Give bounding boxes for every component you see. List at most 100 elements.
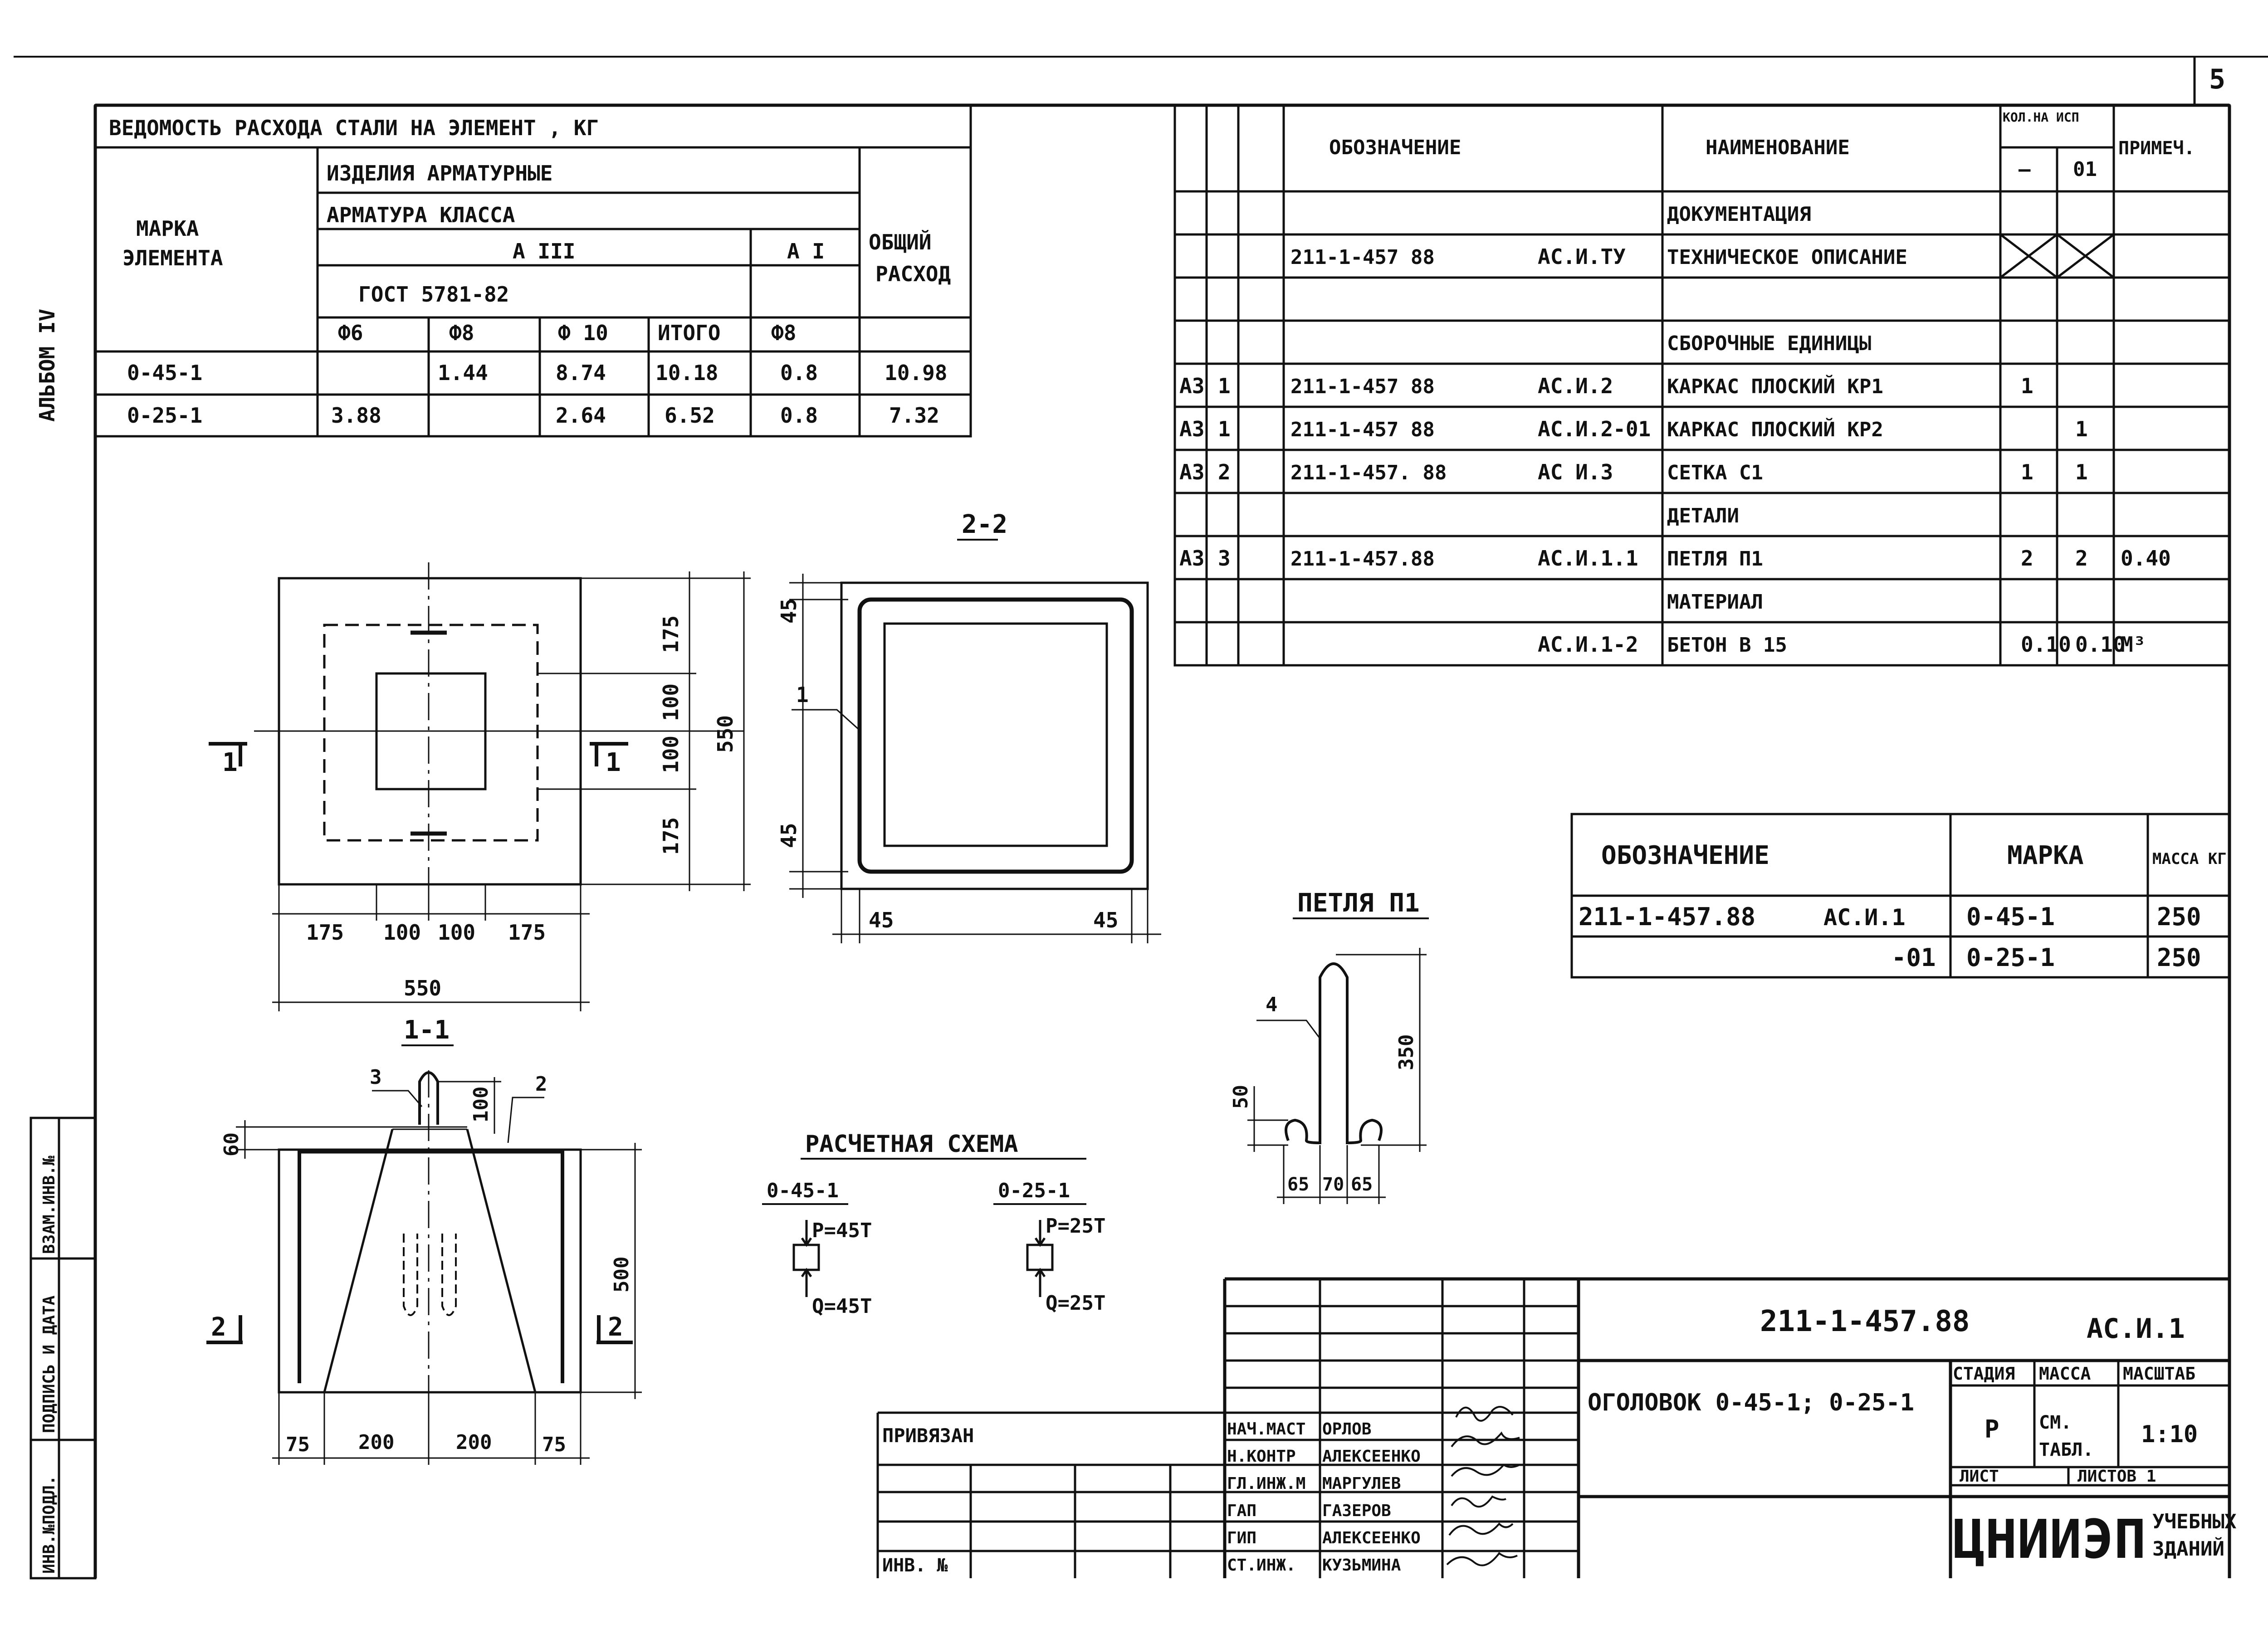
spec-row-6-pos: 2 <box>1218 460 1231 484</box>
plan-dim-100b: 100 <box>438 920 475 945</box>
sub-d6: Ф6 <box>338 321 363 345</box>
spec-h-qty-a: — <box>2019 158 2031 181</box>
title-h-scale: МАСШТАБ <box>2123 1364 2195 1384</box>
title-stage: Р <box>1984 1415 1999 1444</box>
sec11-dim-75b: 75 <box>542 1433 566 1456</box>
marks-h-mass: МАССА КГ <box>2152 850 2227 868</box>
spec-row-7-name: ДЕТАЛИ <box>1667 504 1739 527</box>
sec22-dim-top: 45 <box>777 599 801 624</box>
sec11-dim-60: 60 <box>220 1132 243 1156</box>
spec-table-text: ОБОЗНАЧЕНИЕ НАИМЕНОВАНИЕ КОЛ.НА ИСП — 01… <box>1329 110 2195 181</box>
section-1-1 <box>206 1044 642 1465</box>
signature-1 <box>1455 1406 1514 1422</box>
element-header: ЭЛЕМЕНТА <box>122 246 223 270</box>
spec-h-qty: КОЛ.НА ИСП <box>2003 110 2079 125</box>
marks-r2-mass: 250 <box>2157 943 2201 972</box>
loop-callout-4: 4 <box>1266 993 1278 1016</box>
marks-h-designation: ОБОЗНАЧЕНИЕ <box>1601 841 1769 870</box>
armature-class-header: АРМАТУРА КЛАССА <box>327 203 515 227</box>
sheet-number: 5 <box>2209 63 2225 95</box>
sec11-dim-200b: 200 <box>456 1431 492 1454</box>
plan-dim-v175a: 175 <box>659 615 683 653</box>
total-header-2: РАСХОД <box>875 262 951 286</box>
title-h-mass: МАССА <box>2039 1364 2091 1384</box>
title-sheets-label: ЛИСТОВ 1 <box>2077 1467 2156 1486</box>
scheme-mark-2: 0-25-1 <box>998 1179 1070 1202</box>
spec-row-8-note: 0.40 <box>2121 546 2171 571</box>
row2-d10: 2.64 <box>556 403 606 428</box>
section-mark-2-right: 2 <box>608 1312 623 1342</box>
marks-table <box>1570 813 2231 979</box>
staff-role-3: ГАП <box>1227 1502 1256 1520</box>
spec-h-note: ПРИМЕЧ. <box>2118 138 2195 159</box>
staff-role-1: Н.КОНТР <box>1227 1447 1296 1466</box>
spec-row-6-name: СЕТКА С1 <box>1667 461 1763 484</box>
spec-row-5-fmt: А3 <box>1179 417 1204 441</box>
spec-row-4-fmt: А3 <box>1179 374 1204 398</box>
row2-sum: 7.32 <box>889 403 939 428</box>
title-sheet-label: ЛИСТ <box>1960 1467 1999 1486</box>
spec-row-6-q1: 1 <box>2021 460 2033 484</box>
row2-a1d8: 0.8 <box>780 403 818 428</box>
bound-label: ПРИВЯЗАН <box>882 1424 974 1447</box>
spec-row-10-name: БЕТОН В 15 <box>1667 634 1787 657</box>
spec-h-qty-b: 01 <box>2073 158 2097 181</box>
loop-dim-70: 70 <box>1322 1174 1344 1195</box>
signatures <box>1446 1406 1520 1566</box>
row2-mark: 0-25-1 <box>127 403 202 428</box>
spec-row-1-doc: АС.И.ТУ <box>1538 244 1626 269</box>
sec22-dim-bottom: 45 <box>777 823 801 848</box>
spec-row-5-doc: АС.И.2-01 <box>1538 417 1651 441</box>
section-1-1-title: 1-1 <box>404 1015 450 1045</box>
section-mark-1-right: 1 <box>606 748 621 777</box>
scheme-q2: Q=25Т <box>1046 1292 1105 1315</box>
title-mass-2: ТАБЛ. <box>2039 1439 2093 1460</box>
title-mass-1: СМ. <box>2039 1412 2072 1433</box>
plan-view <box>209 562 751 1011</box>
marks-r2-doc: -01 <box>1892 943 1936 972</box>
scheme-p2: P=25Т <box>1046 1215 1105 1238</box>
plan-dims: 175 100 100 175 550 175 100 100 175 550 … <box>222 615 738 1000</box>
spec-h-name: НАИМЕНОВАНИЕ <box>1706 136 1850 159</box>
row1-sum: 10.98 <box>885 361 947 385</box>
loop-dim-350: 350 <box>1395 1034 1418 1070</box>
spec-row-6-q2: 1 <box>2075 460 2088 484</box>
class-a3-header: А III <box>513 239 575 263</box>
plan-dim-550: 550 <box>404 976 441 1000</box>
spec-row-5-pos: 1 <box>1218 417 1231 441</box>
spec-row-5-code: 211-1-457 88 <box>1290 418 1435 441</box>
plan-dim-v100a: 100 <box>659 683 683 721</box>
title-org2-a: УЧЕБНЫХ <box>2152 1510 2236 1533</box>
staff-name-2: МАРГУЛЕВ <box>1322 1474 1401 1493</box>
scheme-title: РАСЧЕТНАЯ СХЕМА <box>805 1131 1018 1158</box>
spec-row-9-name: МАТЕРИАЛ <box>1667 590 1763 614</box>
spec-row-10-doc: АС.И.1-2 <box>1538 632 1638 657</box>
spec-row-8-code: 211-1-457.88 <box>1290 547 1435 571</box>
staff-role-4: ГИП <box>1227 1529 1256 1547</box>
design-scheme <box>762 1158 1086 1297</box>
plan-dim-100a: 100 <box>383 920 421 945</box>
spec-row-4-name: КАРКАС ПЛОСКИЙ КР1 <box>1667 374 1883 398</box>
spec-row-8-doc: АС.И.1.1 <box>1538 546 1638 571</box>
staff-name-1: АЛЕКСЕЕНКО <box>1322 1447 1421 1466</box>
staff-name-5: КУЗЬМИНА <box>1322 1556 1401 1575</box>
spec-row-5-q2: 1 <box>2075 417 2088 441</box>
spec-row-4-q1: 1 <box>2021 374 2033 398</box>
spec-row-4-pos: 1 <box>1218 374 1231 398</box>
row2-total: 6.52 <box>665 403 715 428</box>
marks-r1-code: 211-1-457.88 <box>1579 902 1755 931</box>
staff-role-0: НАЧ.МАСТ <box>1227 1420 1305 1439</box>
loop-dim-65a: 65 <box>1287 1174 1309 1195</box>
sub-a1-d8: Ф8 <box>771 321 796 345</box>
steel-consumption-table <box>94 104 972 438</box>
marks-r1-mass: 250 <box>2157 902 2201 931</box>
side-sign-date: ПОДПИСЬ И ДАТА <box>40 1295 59 1433</box>
scheme-q1: Q=45Т <box>812 1295 872 1318</box>
marks-r1-mark: 0-45-1 <box>1966 902 2055 931</box>
staff-role-2: ГЛ.ИНЖ.М <box>1227 1474 1305 1493</box>
signature-3 <box>1451 1463 1520 1477</box>
staff-name-0: ОРЛОВ <box>1322 1420 1371 1439</box>
products-header: ИЗДЕЛИЯ АРМАТУРНЫЕ <box>327 161 553 185</box>
